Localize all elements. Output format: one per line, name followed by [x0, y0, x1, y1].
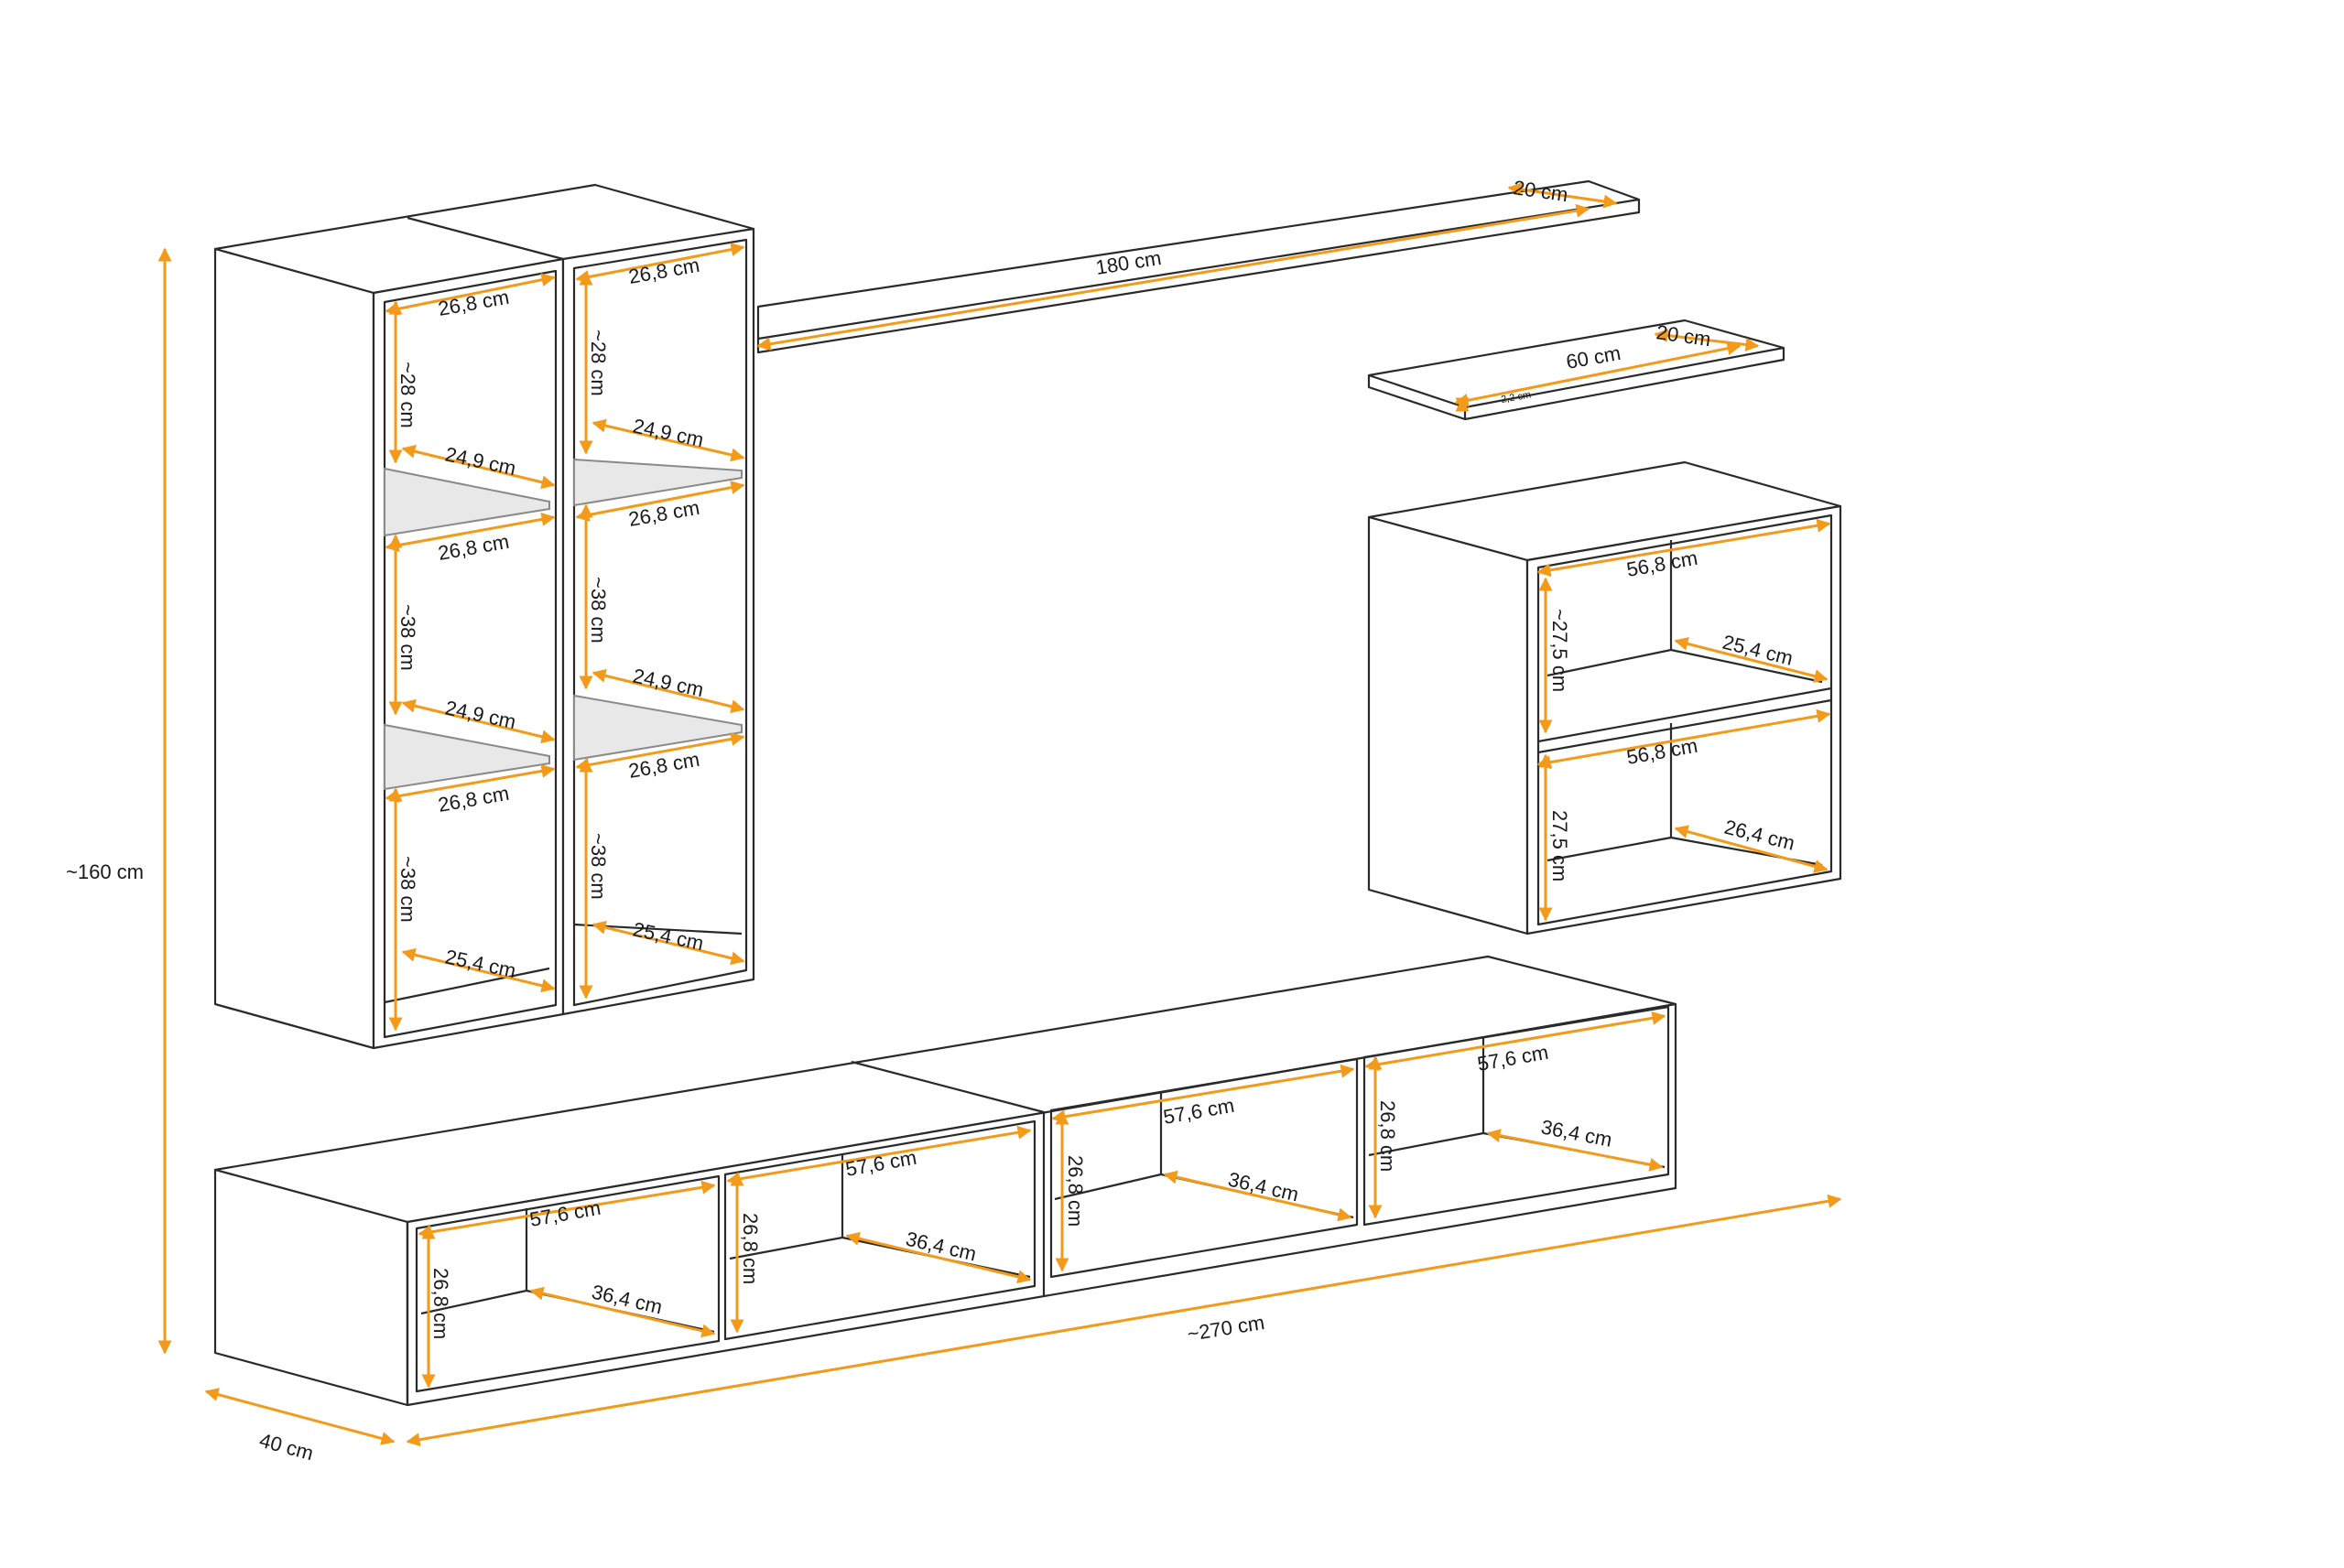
overall-height-label: ~160 cm — [66, 860, 144, 883]
tall-left-mid-height: ~38 cm — [396, 604, 419, 671]
board-1-height: 26,8 cm — [429, 1268, 452, 1339]
long-wall-shelf — [756, 179, 1641, 354]
cube-top-height: ~27,5 cm — [1548, 609, 1571, 692]
board-4-height: 26,8 cm — [1376, 1100, 1399, 1172]
overall-width-label: ~270 cm — [1186, 1311, 1266, 1346]
tall-right-mid-height: ~38 cm — [587, 577, 610, 643]
tall-right-bottom-height: ~38 cm — [587, 833, 610, 900]
tall-right-top-height: ~28 cm — [587, 330, 610, 396]
dimension-lines — [157, 182, 1842, 1447]
short-shelf-thickness-label: 2,2 cm — [1500, 389, 1532, 406]
tall-left-top-height: ~28 cm — [396, 362, 419, 428]
tall-left-bottom-height: ~38 cm — [396, 856, 419, 923]
cube-bottom-height: 27,5 cm — [1548, 810, 1571, 881]
board-2-height: 26,8 cm — [739, 1213, 762, 1284]
overall-depth-label: 40 cm — [257, 1429, 316, 1465]
board-3-height: 26,8 cm — [1064, 1155, 1087, 1227]
